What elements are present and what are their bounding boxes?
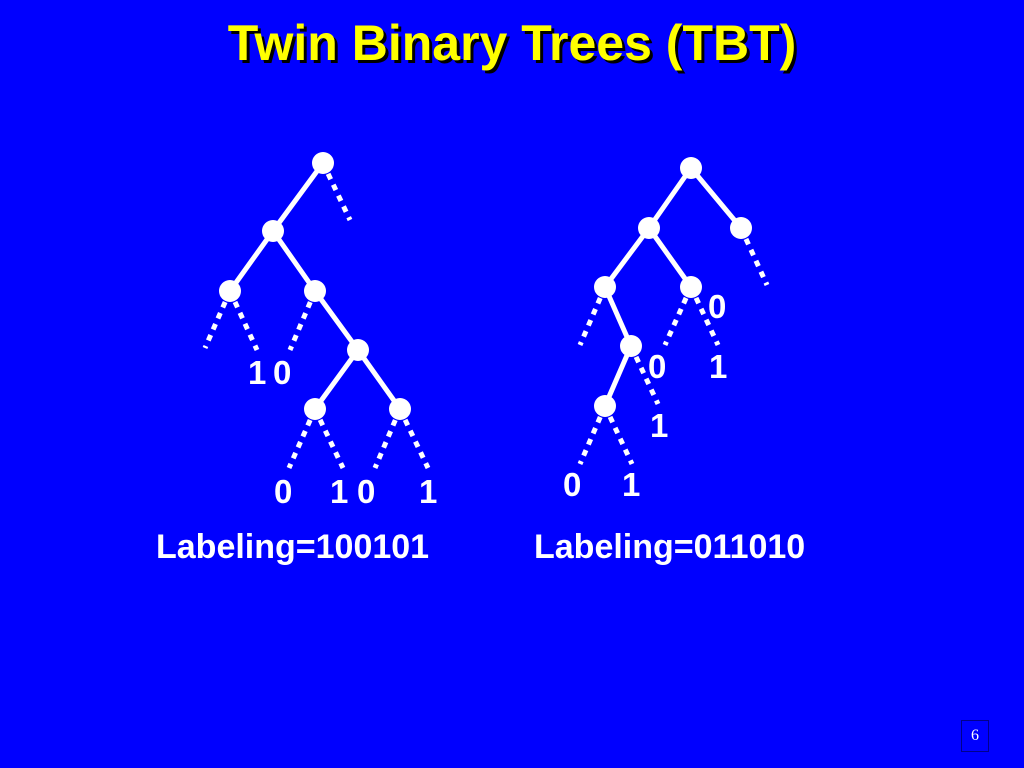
edge	[355, 347, 403, 412]
leaf-edge	[202, 289, 233, 350]
left-tree: 1 0 0 1 0 1	[202, 152, 437, 510]
tree-node	[312, 152, 334, 174]
leaf-edge	[577, 286, 608, 346]
tree-node	[389, 398, 411, 420]
leaf-edge	[662, 285, 694, 347]
leaf-edge	[320, 161, 353, 222]
leaf-edge	[738, 226, 770, 287]
edge	[312, 347, 361, 412]
leaf-label: 1	[330, 473, 348, 510]
tree-node	[219, 280, 241, 302]
leaf-edge	[628, 344, 661, 406]
tree-node	[347, 339, 369, 361]
right-tree: 0 0 1 1 0 1	[563, 157, 770, 503]
leaf-edge	[688, 285, 721, 347]
tree-node	[594, 395, 616, 417]
leaf-label: 1	[622, 466, 640, 503]
right-labeling-caption: Labeling=011010	[534, 528, 806, 566]
leaf-edge	[577, 405, 608, 465]
edge	[688, 165, 744, 231]
edge	[312, 288, 361, 353]
leaf-label: 0	[357, 473, 375, 510]
slide-title: Twin Binary Trees (TBT)	[227, 15, 797, 71]
tree-node	[620, 335, 642, 357]
leaf-edge	[286, 407, 318, 470]
leaf-label: 1	[650, 407, 668, 444]
tree-node	[304, 280, 326, 302]
edge	[646, 165, 694, 231]
leaf-label: 0	[273, 354, 291, 391]
tree-node	[730, 217, 752, 239]
edge	[646, 225, 694, 290]
leaf-label: 1	[709, 348, 727, 385]
tree-node	[594, 276, 616, 298]
edge	[602, 225, 652, 290]
leaf-edge	[287, 290, 318, 351]
edge	[270, 228, 318, 294]
left-labeling-caption: Labeling=100101	[156, 528, 430, 566]
leaf-edge	[602, 404, 635, 466]
leaf-label: 1	[248, 354, 266, 391]
page-number: 6	[961, 720, 989, 752]
leaf-label: 0	[563, 466, 581, 503]
leaf-label: 1	[419, 473, 437, 510]
leaf-label: 0	[708, 288, 726, 325]
tree-node	[680, 157, 702, 179]
tree-node	[638, 217, 660, 239]
leaf-edge	[372, 408, 403, 469]
leaf-label: 0	[648, 348, 666, 385]
edge	[227, 228, 276, 294]
leaf-label: 0	[274, 473, 292, 510]
tree-node	[680, 276, 702, 298]
tree-node	[262, 220, 284, 242]
tree-node	[304, 398, 326, 420]
edge	[270, 160, 326, 234]
